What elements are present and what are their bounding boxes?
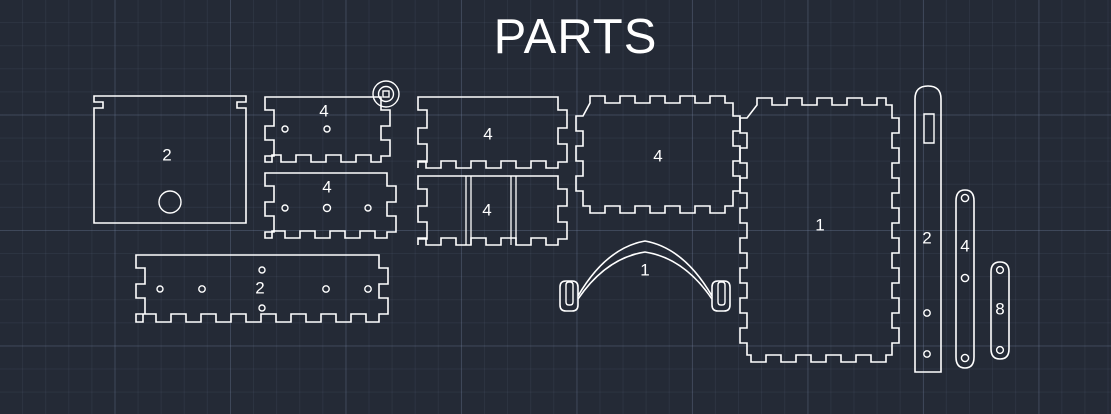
part-medium-rounded-strip: 4 [955, 189, 975, 369]
qty-label-mid-panel-top: 4 [483, 124, 492, 143]
part-tabbed-square-panel: 4 [575, 95, 741, 214]
qty-label-long-notched-strip: 2 [255, 278, 264, 297]
drawing-title-text: PARTS [493, 10, 658, 64]
part-mid-panel-scored: 4 [417, 175, 568, 246]
qty-label-small-notched-panel-top: 4 [319, 101, 328, 120]
part-tall-slotted-strip: 2 [914, 85, 942, 373]
qty-label-tall-slotted-strip: 2 [922, 228, 931, 247]
part-large-tabbed-panel: 1 [739, 97, 900, 363]
part-small-notched-panel-top: 4 [264, 80, 400, 163]
drawing-title: PARTS [0, 8, 1111, 66]
qty-label-small-notched-panel-bottom: 4 [322, 177, 331, 196]
qty-label-tabbed-square-panel: 4 [653, 146, 662, 165]
qty-label-arch-bridge: 1 [640, 260, 649, 279]
part-mid-panel-top: 4 [417, 96, 568, 169]
part-arch-bridge: 1 [559, 240, 731, 312]
qty-label-medium-rounded-strip: 4 [960, 236, 969, 255]
qty-label-mid-panel-scored: 4 [482, 200, 491, 219]
part-long-notched-strip: 2 [135, 254, 389, 323]
qty-label-plain-side-panel: 2 [162, 145, 171, 164]
part-short-rounded-strip: 8 [990, 261, 1010, 360]
part-plain-side-panel: 2 [93, 95, 247, 224]
part-small-notched-panel-bottom: 4 [264, 172, 397, 239]
qty-label-large-tabbed-panel: 1 [815, 215, 824, 234]
qty-label-short-rounded-strip: 8 [995, 299, 1004, 318]
